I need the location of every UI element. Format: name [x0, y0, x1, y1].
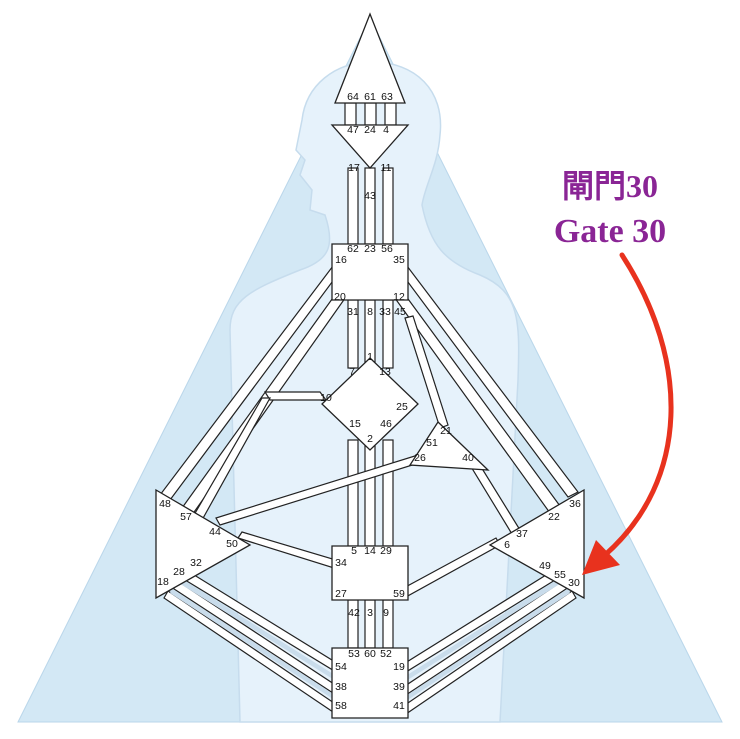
- gate-6: 6: [504, 539, 510, 551]
- gate-9: 9: [383, 607, 389, 619]
- gate-8: 8: [367, 306, 373, 318]
- gate-20: 20: [334, 291, 346, 303]
- gate-48: 48: [159, 498, 171, 510]
- gate-15: 15: [349, 418, 361, 430]
- head-center: [334, 12, 406, 104]
- gate-4: 4: [383, 124, 389, 136]
- gate-3: 3: [367, 607, 373, 619]
- gate-labels: 64 61 63 47 24 4 17 11 43 62 23 56 16 35…: [157, 91, 581, 712]
- gate-13: 13: [379, 366, 391, 378]
- gate-52: 52: [380, 648, 392, 660]
- gate-1: 1: [367, 351, 373, 363]
- gate-14: 14: [364, 545, 376, 557]
- gate-49: 49: [539, 560, 551, 572]
- gate-26: 26: [414, 452, 426, 464]
- gate-40: 40: [462, 452, 474, 464]
- gate-36: 36: [569, 498, 581, 510]
- ajna-center: [330, 124, 410, 169]
- annotation-arrow: [582, 252, 674, 575]
- gate-12: 12: [393, 291, 405, 303]
- gate-61: 61: [364, 91, 376, 103]
- spleen-center: [155, 488, 252, 600]
- gate-33: 33: [379, 306, 391, 318]
- gate-34: 34: [335, 557, 347, 569]
- gate-42: 42: [348, 607, 360, 619]
- gate-45: 45: [394, 306, 406, 318]
- gate-32: 32: [190, 557, 202, 569]
- gate-31: 31: [347, 306, 359, 318]
- gate-35: 35: [393, 254, 405, 266]
- gate-7: 7: [349, 366, 355, 378]
- root-center: [331, 647, 409, 719]
- gate-11: 11: [381, 162, 392, 174]
- gate-62: 62: [347, 243, 359, 255]
- gate-57: 57: [180, 511, 192, 523]
- gate-63: 63: [381, 91, 393, 103]
- gate-10: 10: [320, 392, 332, 404]
- gate-28: 28: [173, 566, 185, 578]
- gate-5: 5: [351, 545, 357, 557]
- gate-25: 25: [396, 401, 408, 413]
- gate-64: 64: [347, 91, 359, 103]
- gate-60: 60: [364, 648, 376, 660]
- gate-29: 29: [380, 545, 392, 557]
- gate-24: 24: [364, 124, 376, 136]
- channel-fills: [170, 576, 570, 701]
- gate-53: 53: [348, 648, 360, 660]
- gate-44: 44: [209, 526, 221, 538]
- gate-55: 55: [554, 569, 566, 581]
- gate-51: 51: [426, 437, 438, 449]
- gate-41: 41: [393, 700, 405, 712]
- gate-22: 22: [548, 511, 560, 523]
- annotation-english-label: Gate 30: [553, 213, 667, 250]
- gate-27: 27: [335, 588, 347, 600]
- gate-23: 23: [364, 243, 376, 255]
- channels: [159, 102, 579, 715]
- gate-2: 2: [367, 433, 373, 445]
- gate-17: 17: [348, 162, 360, 174]
- gate-21: 21: [440, 425, 452, 437]
- gate-56: 56: [381, 243, 393, 255]
- gate-59: 59: [393, 588, 405, 600]
- gate-30: 30: [568, 577, 580, 589]
- g-center: [321, 357, 419, 451]
- gate-46: 46: [380, 418, 392, 430]
- heart-center: [408, 420, 490, 471]
- gate-38: 38: [335, 681, 347, 693]
- gate-18: 18: [157, 576, 169, 588]
- gate-16: 16: [335, 254, 347, 266]
- gate-37: 37: [516, 528, 528, 540]
- centers: [155, 12, 585, 719]
- annotation-chinese-label: 閘門30: [561, 168, 658, 204]
- gate-50: 50: [226, 538, 238, 550]
- gate-58: 58: [335, 700, 347, 712]
- solar-plexus-center: [488, 488, 585, 600]
- gate-19: 19: [393, 661, 405, 673]
- gate-47: 47: [347, 124, 359, 136]
- throat-center: [331, 243, 409, 301]
- gate-39: 39: [393, 681, 405, 693]
- sacral-center: [331, 545, 409, 601]
- gate-54: 54: [335, 661, 347, 673]
- gate-43: 43: [364, 190, 376, 202]
